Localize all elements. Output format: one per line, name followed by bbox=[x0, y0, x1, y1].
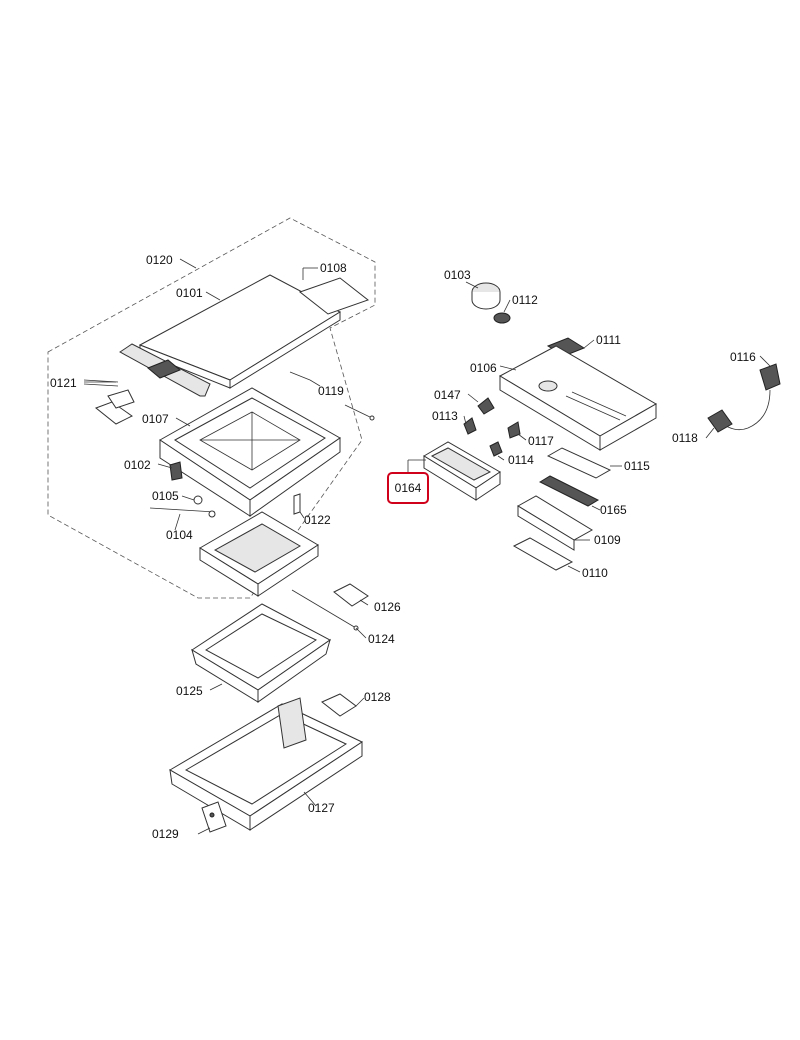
label-0113: 0113 bbox=[432, 409, 458, 423]
label-0164-highlighted: 0164 bbox=[387, 472, 429, 504]
label-0128: 0128 bbox=[364, 690, 391, 704]
label-0105: 0105 bbox=[152, 489, 179, 503]
part-0112-gear bbox=[493, 312, 511, 324]
part-0115-button-strip bbox=[546, 447, 612, 479]
label-0125: 0125 bbox=[176, 684, 203, 698]
part-0109-holder bbox=[517, 495, 593, 551]
label-0147: 0147 bbox=[434, 388, 461, 402]
label-0120: 0120 bbox=[146, 253, 173, 267]
label-0124: 0124 bbox=[368, 632, 395, 646]
part-0101-lid bbox=[138, 274, 342, 389]
assembly-boundary-dashed bbox=[47, 217, 376, 599]
part-0119-rod bbox=[289, 371, 375, 421]
part-0118-filter bbox=[707, 409, 733, 433]
part-0106-control-panel bbox=[498, 345, 658, 451]
label-0103: 0103 bbox=[444, 268, 471, 282]
label-0117: 0117 bbox=[528, 434, 554, 448]
label-0115: 0115 bbox=[624, 459, 650, 473]
label-0109: 0109 bbox=[594, 533, 621, 547]
label-0106: 0106 bbox=[470, 361, 497, 375]
part-0121-front-trim bbox=[83, 343, 211, 425]
label-0165: 0165 bbox=[600, 503, 627, 517]
part-0108-strip bbox=[298, 277, 370, 315]
part-0117-clip bbox=[507, 421, 521, 439]
part-0114-clip bbox=[489, 441, 503, 457]
part-0103-knob bbox=[471, 282, 501, 310]
label-0104: 0104 bbox=[166, 528, 193, 542]
part-0102-bracket bbox=[169, 461, 183, 481]
label-0122: 0122 bbox=[304, 513, 331, 527]
part-0147-clip bbox=[477, 397, 495, 415]
label-0119: 0119 bbox=[318, 384, 344, 398]
part-0107-top-frame bbox=[159, 387, 341, 517]
label-0127: 0127 bbox=[308, 801, 335, 815]
part-0122-pin bbox=[293, 493, 301, 515]
part-0127-base bbox=[169, 697, 364, 831]
label-0118: 0118 bbox=[672, 431, 698, 445]
part-0105-screw bbox=[193, 495, 203, 505]
part-0165-light-guide bbox=[538, 475, 600, 507]
part-housing-lower bbox=[199, 511, 319, 597]
part-0125-tub bbox=[191, 603, 331, 703]
part-0113-clip bbox=[463, 417, 477, 435]
label-0111: 0111 bbox=[596, 333, 621, 347]
label-0108: 0108 bbox=[320, 261, 347, 275]
label-0126: 0126 bbox=[374, 600, 401, 614]
part-0128-bracket bbox=[321, 693, 357, 717]
label-0121: 0121 bbox=[50, 376, 77, 390]
part-0164-housing bbox=[423, 441, 501, 501]
label-0101: 0101 bbox=[176, 286, 203, 300]
label-0112: 0112 bbox=[512, 293, 538, 307]
leader-lines bbox=[84, 258, 771, 835]
label-0107: 0107 bbox=[142, 412, 169, 426]
label-0114: 0114 bbox=[508, 453, 534, 467]
part-0129-module bbox=[201, 801, 227, 833]
part-0126-plate bbox=[333, 583, 369, 607]
label-0102: 0102 bbox=[124, 458, 151, 472]
label-0129: 0129 bbox=[152, 827, 179, 841]
label-0110: 0110 bbox=[582, 566, 608, 580]
part-0110-pcb bbox=[512, 537, 574, 571]
part-0104-pin bbox=[149, 507, 216, 518]
label-0116: 0116 bbox=[730, 350, 756, 364]
part-0116-power-cable bbox=[725, 363, 781, 431]
